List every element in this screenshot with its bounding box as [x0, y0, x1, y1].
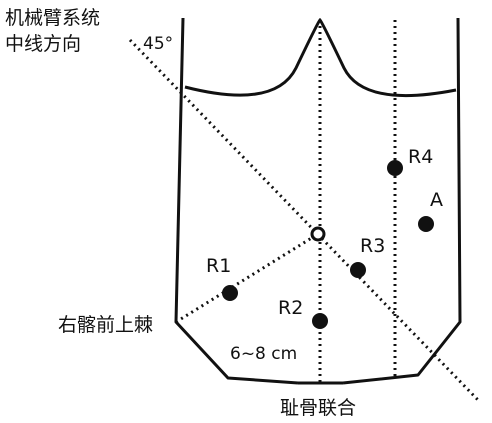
port-r1-dot — [222, 285, 238, 301]
torso-left-outline — [174, 17, 299, 385]
distance-label: 6~8 cm — [230, 344, 297, 364]
port-a-label: A — [430, 189, 443, 211]
robot-system-title-line2: 中线方向 — [5, 33, 81, 55]
port-r1-label: R1 — [206, 255, 231, 277]
asis-to-umbilicus-dotted — [175, 232, 319, 324]
umbilicus-marker — [310, 226, 326, 242]
port-r4-dot — [387, 160, 403, 176]
asis-label: 右髂前上棘 — [58, 314, 153, 336]
robot-system-title-line1: 机械臂系统 — [5, 7, 100, 29]
pubis-label: 耻骨联合 — [280, 397, 356, 419]
port-r4-label: R4 — [408, 146, 433, 168]
port-r2-dot — [312, 313, 328, 329]
angle-label: 45° — [143, 34, 173, 54]
torso-right-outline — [342, 17, 462, 385]
port-r3-dot — [350, 262, 366, 278]
port-r3-label: R3 — [360, 235, 385, 257]
port-a-dot — [418, 216, 434, 232]
port-r2-label: R2 — [278, 297, 303, 319]
